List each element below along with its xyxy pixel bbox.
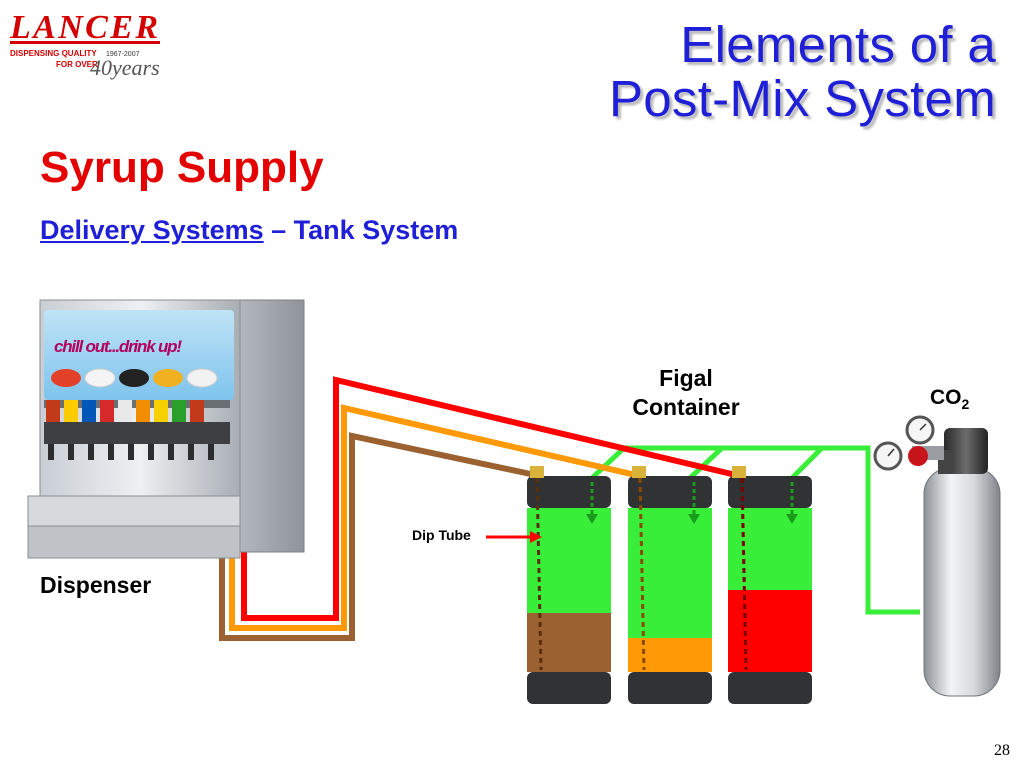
figal-tank-1 <box>527 466 611 704</box>
page-title: Elements of a Post-Mix System <box>609 18 996 126</box>
syrup-line-red <box>241 376 741 621</box>
syrup-line-orange <box>229 404 641 631</box>
lancer-logo: LANCER DISPENSING QUALITY FOR OVER 1967-… <box>9 9 160 80</box>
figal-label-line-1: Figal <box>659 365 713 391</box>
co2-cylinder <box>923 428 1001 697</box>
tank-3-syrup <box>728 590 812 672</box>
flavor-cups <box>51 368 218 388</box>
co2-gas-lines <box>590 445 920 615</box>
tank-2-connector <box>632 466 646 478</box>
co2-branch-line-2 <box>688 446 724 480</box>
figal-tank-2 <box>628 466 712 704</box>
figal-label-line-2: Container <box>632 394 740 420</box>
tank-2-syrup <box>628 638 712 672</box>
co2-cylinder-valve <box>944 428 988 474</box>
section-title: Syrup Supply <box>40 143 324 192</box>
syrup-line-brown <box>219 432 541 641</box>
logo-tagline-1: DISPENSING QUALITY <box>10 49 97 58</box>
logo-tagline-2: FOR OVER <box>56 60 98 69</box>
page-number: 28 <box>994 742 1010 759</box>
dip-tube-label: Dip Tube <box>412 527 471 543</box>
dispenser-label: Dispenser <box>40 572 152 598</box>
co2-cylinder-body <box>923 467 1001 697</box>
co2-label: CO2 <box>930 386 969 412</box>
subtitle: Delivery Systems – Tank System <box>40 214 458 246</box>
tank-3-connector <box>732 466 746 478</box>
syrup-lines <box>219 376 741 641</box>
co2-branch-line-1 <box>590 446 626 480</box>
figal-tank-3 <box>728 466 812 704</box>
co2-label-main: CO <box>930 386 962 409</box>
regulator-red-knob <box>908 446 928 466</box>
dispenser-side <box>231 299 305 553</box>
page-title-line-1: Elements of a <box>680 16 996 73</box>
co2-regulator <box>873 415 944 471</box>
dispenser-drip-tray <box>27 495 241 527</box>
dispenser: chill out...drink up! <box>27 299 305 559</box>
dip-tube-pointer <box>486 531 542 543</box>
figal-tanks <box>527 466 812 704</box>
co2-branch-line-3 <box>790 446 824 480</box>
tank-1-connector <box>530 466 544 478</box>
subtitle-rest: – Tank System <box>263 215 459 245</box>
dispenser-base <box>27 525 241 559</box>
dispenser-banner-text: chill out...drink up! <box>54 337 182 356</box>
valve-row <box>44 400 230 460</box>
figal-container-label: Figal Container <box>604 364 768 422</box>
logo-underline <box>10 41 160 44</box>
logo-anniversary: 40years <box>90 55 160 80</box>
logo-years-range: 1967-2007 <box>106 51 140 58</box>
page-title-line-2: Post-Mix System <box>608 70 996 127</box>
delivery-systems-link[interactable]: Delivery Systems <box>40 215 264 245</box>
co2-label-subscript: 2 <box>961 396 970 412</box>
